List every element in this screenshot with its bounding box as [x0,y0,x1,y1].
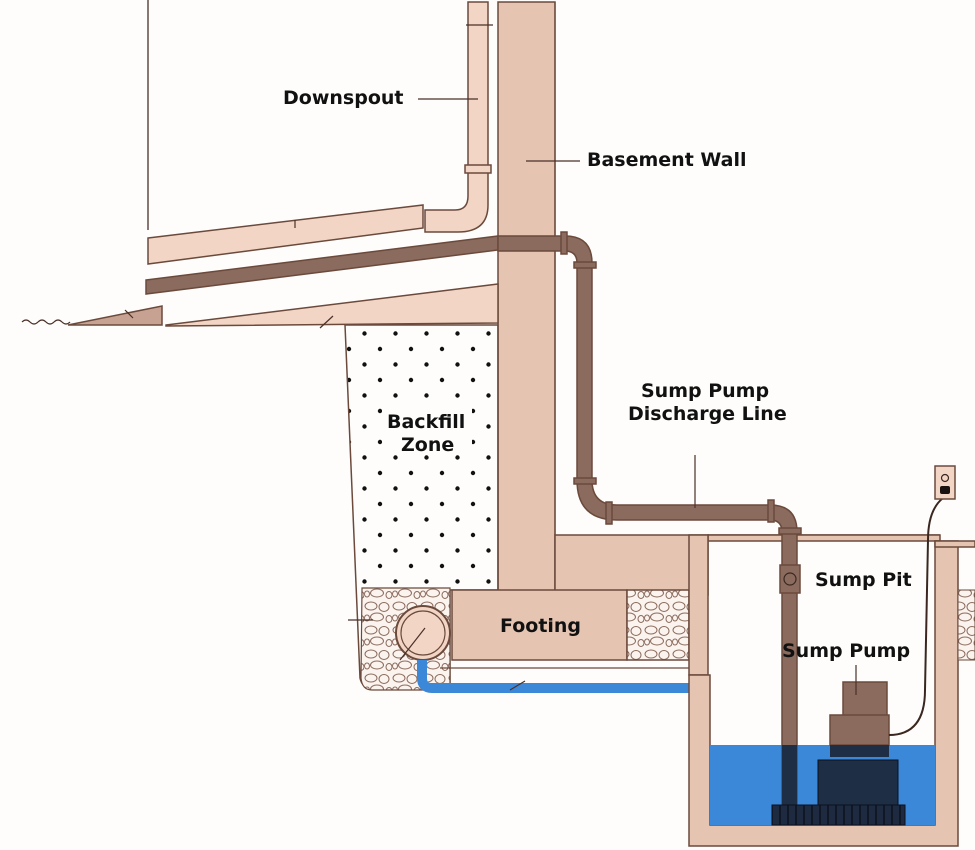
sump-pump-motor [829,714,890,746]
downspout-extension [147,204,424,265]
footing-gravel [626,589,690,661]
downspout [424,1,489,233]
label-discharge-line-2: Discharge Line [628,403,787,425]
label-backfill-2: Zone [401,434,454,456]
downspout-coupling [464,164,492,174]
label-backfill-1: Backfill [387,411,465,433]
basement-wall [497,1,556,593]
sump-pump-body [817,759,899,806]
grade-step [67,305,163,326]
electrical-outlet [934,465,956,500]
label-downspout: Downspout [283,87,403,109]
footing [451,589,628,661]
sump-pump-motor-top [842,681,888,718]
grass-edge [21,319,71,325]
label-basement-wall: Basement Wall [587,149,747,171]
label-sump-pit: Sump Pit [815,569,912,591]
power-cord [888,497,944,736]
label-discharge-line-1: Sump Pump [641,380,769,402]
label-footing: Footing [500,615,581,637]
label-sump-pump: Sump Pump [782,640,910,662]
basement-floor-slab [554,534,709,596]
sump-pump-base [771,804,906,826]
drain-water-channel [417,660,709,760]
grade-slope [165,283,499,327]
